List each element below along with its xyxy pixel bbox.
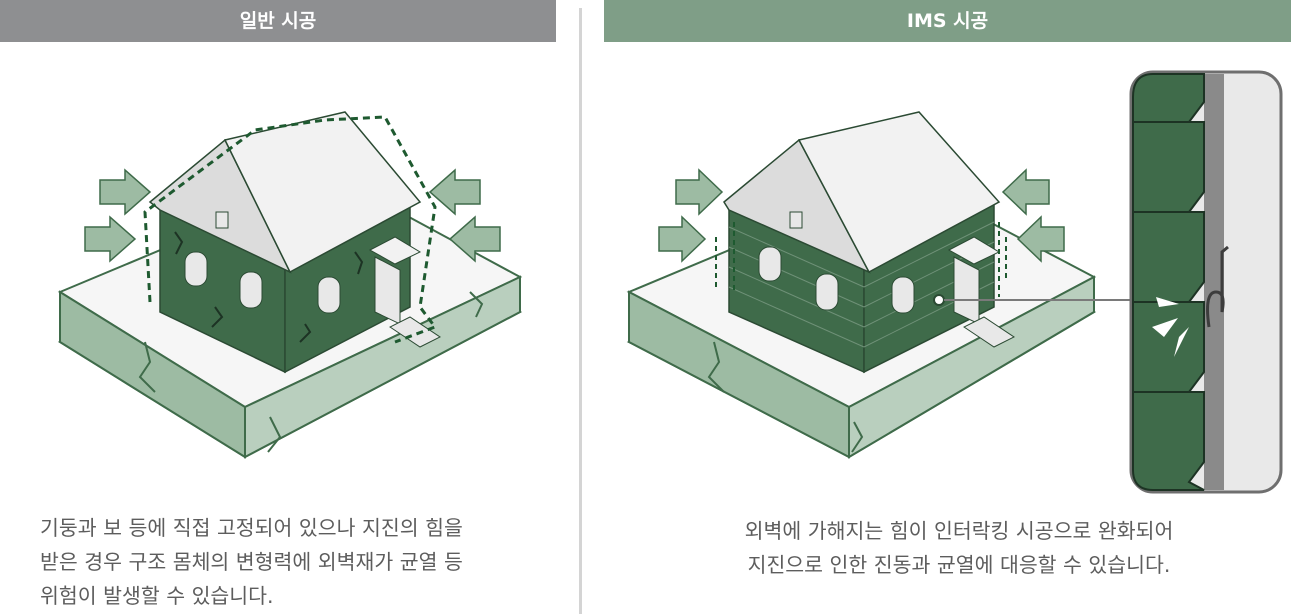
ims-construction-title: IMS 시공 [604,0,1291,42]
interlocking-house-illustration [626,70,1283,494]
caption-line: 외벽에 가해지는 힘이 인터락킹 시공으로 완화되어 [744,519,1174,543]
interlocking-detail-inset [1129,70,1283,494]
ims-construction-panel: IMS 시공 [604,0,1291,577]
center-divider [579,8,582,614]
clip-icon [1206,245,1229,328]
arrow-left-icon [448,215,501,263]
arrow-left-icon [1001,168,1050,216]
arrow-left-icon [428,168,481,216]
ims-construction-caption: 외벽에 가해지는 힘이 인터락킹 시공으로 완화되어 지진으로 인한 진동과 균… [679,514,1239,582]
cracked-house-illustration [57,111,523,459]
caption-line: 받은 경우 구조 몸체의 변형력에 외벽재가 균열 등 [40,550,463,574]
arrow-right-icon [658,215,707,263]
general-construction-caption: 기둥과 보 등에 직접 고정되어 있으나 지진의 힘을 받은 경우 구조 몸체의… [40,511,560,613]
force-arrows [84,168,501,263]
caption-line: 기둥과 보 등에 직접 고정되어 있으나 지진의 힘을 [40,516,463,540]
stability-marks [715,222,1007,297]
arrow-left-icon [1016,215,1065,263]
arrow-right-icon [99,168,152,216]
house [148,111,441,374]
arrow-right-icon [675,168,724,216]
general-construction-panel: 일반 시공 [0,0,556,608]
caption-line: 지진으로 인한 진동과 균열에 대응할 수 있습니다. [747,553,1171,577]
deformation-outline [143,115,438,344]
house [723,111,1134,374]
general-construction-title: 일반 시공 [0,0,556,42]
force-arrows [658,168,1065,263]
caption-line: 위험이 발생할 수 있습니다. [40,584,274,608]
arrow-right-icon [84,215,137,263]
